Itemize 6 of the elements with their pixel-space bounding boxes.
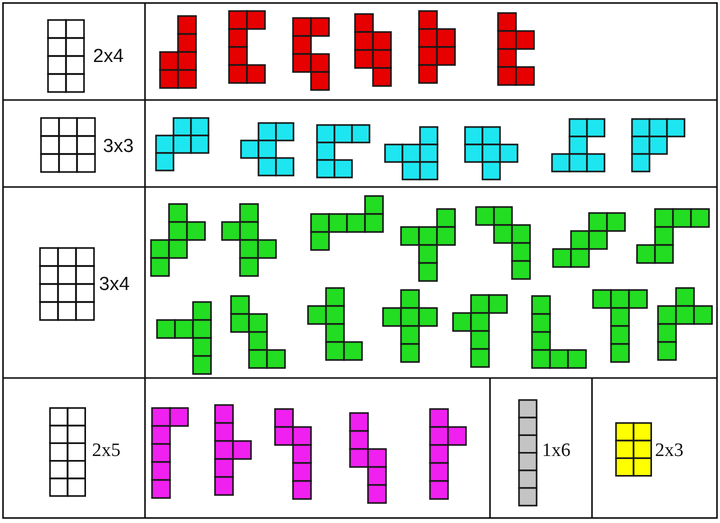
size-label: 1x6 [542, 441, 570, 460]
size-label: 2x3 [655, 441, 684, 460]
size-label: 2x5 [92, 441, 120, 460]
size-label: 3x3 [103, 137, 134, 156]
size-label: 2x4 [93, 47, 124, 66]
size-label: 3x4 [99, 275, 130, 294]
